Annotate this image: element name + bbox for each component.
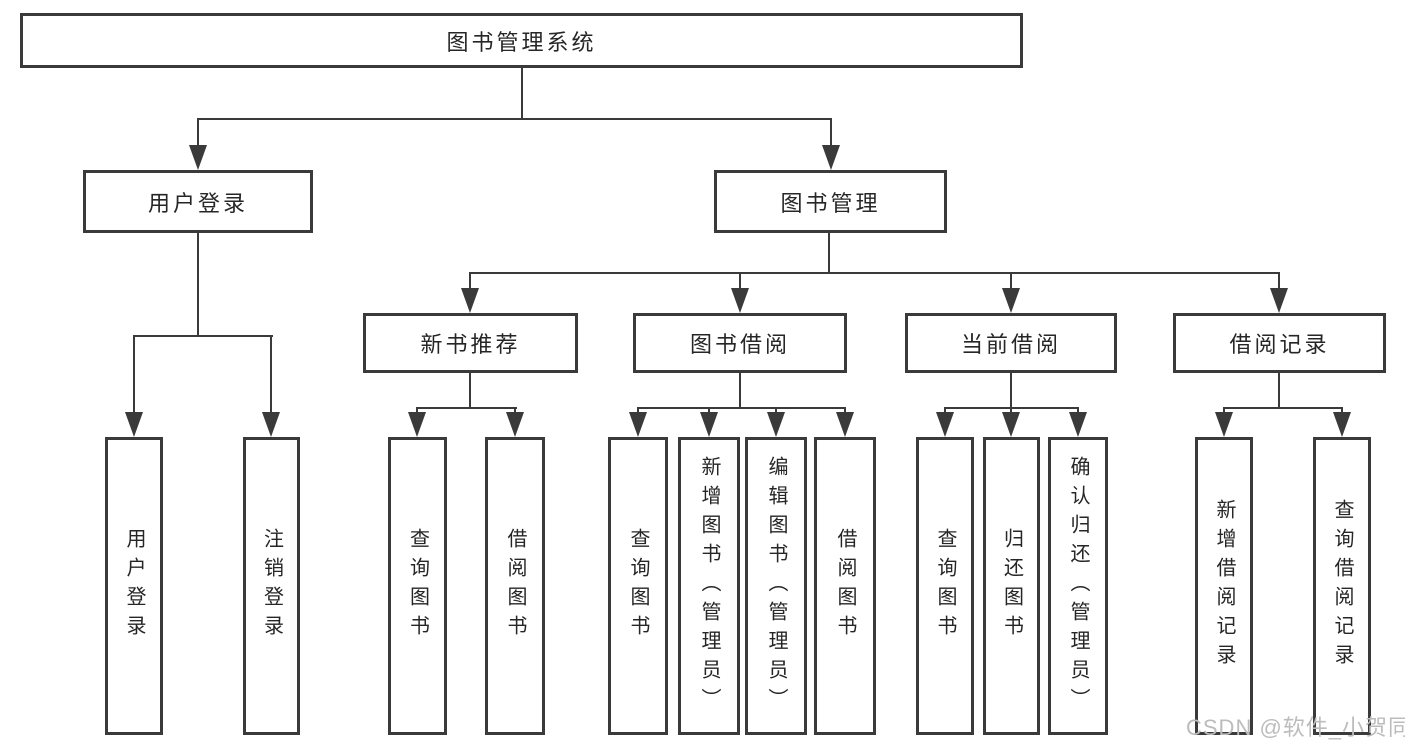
connector-line (637, 407, 639, 415)
arrow-down-icon (836, 412, 854, 437)
leaf-query-borrow-record-label: 查询借阅记录 (1331, 499, 1353, 673)
arrow-down-icon (1002, 412, 1020, 437)
node-book-borrowing-label: 图书借阅 (689, 332, 790, 357)
connector-line (708, 407, 710, 415)
leaf-user-login-label: 用户登录 (123, 528, 145, 644)
node-borrowing-records-label: 借阅记录 (1229, 332, 1330, 357)
leaf-edit-books-admin-label: 编辑图书（管理员） (765, 455, 787, 717)
node-borrowing-records: 借阅记录 (1173, 313, 1386, 373)
node-book-borrowing: 图书借阅 (633, 313, 847, 373)
connector-line (416, 407, 418, 415)
leaf-edit-books-admin: 编辑图书（管理员） (745, 437, 807, 735)
arrow-down-icon (262, 412, 280, 437)
arrow-down-icon (936, 412, 954, 437)
leaf-add-borrow-record-label: 新增借阅记录 (1213, 499, 1235, 673)
node-library-system-label: 图书管理系统 (446, 29, 597, 55)
leaf-confirm-return-admin: 确认归还（管理员） (1048, 437, 1108, 735)
connector-line (514, 407, 516, 415)
connector-line (1341, 407, 1343, 415)
connector-line (270, 335, 272, 417)
connector-line (1010, 373, 1012, 409)
leaf-confirm-return-admin-label: 确认归还（管理员） (1067, 455, 1089, 717)
node-library-system: 图书管理系统 (20, 13, 1023, 68)
connector-line (197, 118, 832, 120)
node-user-login: 用户登录 (83, 170, 313, 233)
leaf-logout-label: 注销登录 (260, 528, 283, 644)
node-new-book-recommendation-label: 新书推荐 (420, 332, 521, 357)
leaf-query-books-borrow-label: 查询图书 (627, 528, 649, 644)
connector-line (1010, 272, 1012, 290)
connector-line (1223, 407, 1225, 415)
arrow-down-icon (408, 412, 426, 437)
leaf-logout: 注销登录 (243, 437, 300, 735)
connector-line (944, 407, 946, 415)
node-current-borrowing-label: 当前借阅 (960, 332, 1061, 357)
leaf-borrow-books-recommend-label: 借阅图书 (504, 528, 526, 644)
arrow-down-icon (1069, 412, 1087, 437)
leaf-query-books-current-label: 查询图书 (934, 528, 956, 644)
arrow-down-icon (1333, 412, 1351, 437)
leaf-query-books-current: 查询图书 (916, 437, 974, 735)
leaf-query-books-recommend: 查询图书 (388, 437, 447, 735)
connector-line (830, 118, 832, 150)
connector-line (416, 407, 517, 409)
leaf-query-books-recommend-label: 查询图书 (406, 528, 429, 644)
arrow-down-icon (731, 288, 749, 313)
connector-line (197, 118, 199, 150)
connector-line (775, 407, 777, 415)
connector-line (1278, 373, 1280, 409)
leaf-add-books-admin: 新增图书（管理员） (678, 437, 740, 735)
connector-line (739, 373, 741, 409)
connector-line (637, 407, 846, 409)
connector-line (1010, 407, 1012, 415)
arrow-down-icon (767, 412, 785, 437)
connector-line (844, 407, 846, 415)
leaf-add-borrow-record: 新增借阅记录 (1195, 437, 1253, 735)
connector-line (133, 335, 135, 417)
connector-line (1223, 407, 1343, 409)
arrow-down-icon (1215, 412, 1233, 437)
connector-line (739, 272, 741, 290)
connector-line (469, 272, 471, 290)
node-current-borrowing: 当前借阅 (905, 313, 1117, 373)
arrow-down-icon (1002, 288, 1020, 313)
connector-line (1077, 407, 1079, 415)
arrow-down-icon (700, 412, 718, 437)
node-new-book-recommendation: 新书推荐 (363, 313, 578, 373)
leaf-user-login: 用户登录 (105, 437, 163, 735)
leaf-borrow-books: 借阅图书 (814, 437, 876, 735)
connector-line (469, 272, 1280, 274)
connector-line (469, 373, 471, 409)
node-book-management-label: 图书管理 (780, 190, 881, 216)
arrow-down-icon (461, 288, 479, 313)
arrow-down-icon (506, 412, 524, 437)
leaf-borrow-books-label: 借阅图书 (834, 528, 856, 644)
connector-line (521, 68, 523, 120)
arrow-down-icon (1270, 288, 1288, 313)
arrow-down-icon (629, 412, 647, 437)
node-book-management: 图书管理 (714, 170, 947, 233)
leaf-query-books-borrow: 查询图书 (608, 437, 668, 735)
watermark: CSDN @软件_小贺同学 (1186, 715, 1405, 740)
arrow-down-icon (125, 412, 143, 437)
leaf-borrow-books-recommend: 借阅图书 (485, 437, 545, 735)
leaf-query-borrow-record: 查询借阅记录 (1313, 437, 1371, 735)
connector-line (1278, 272, 1280, 290)
connector-line (197, 233, 199, 337)
node-user-login-label: 用户登录 (147, 190, 248, 216)
arrow-down-icon (189, 145, 207, 170)
connector-line (828, 233, 830, 274)
leaf-return-books: 归还图书 (983, 437, 1040, 735)
arrow-down-icon (822, 145, 840, 170)
leaf-add-books-admin-label: 新增图书（管理员） (698, 455, 720, 717)
connector-line (133, 335, 273, 337)
leaf-return-books-label: 归还图书 (1000, 528, 1023, 644)
